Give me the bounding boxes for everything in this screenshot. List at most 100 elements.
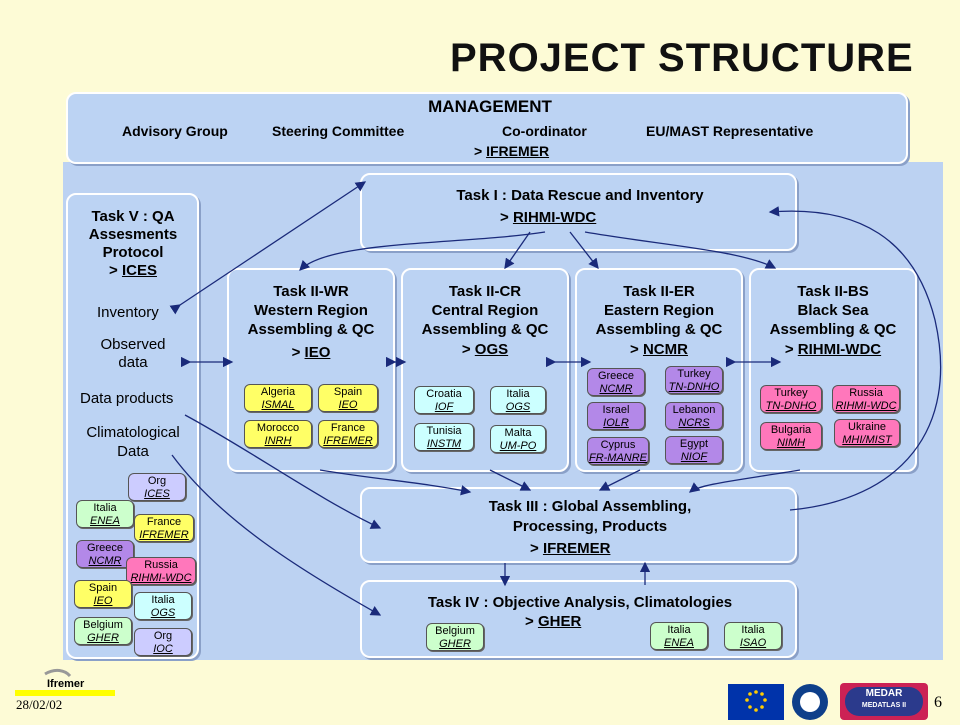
chip-name: Algeria [260, 386, 296, 398]
task2er-title: Task II-ER Eastern Region Assembling & Q… [573, 282, 745, 359]
arrow-cr-to-t3 [489, 469, 532, 491]
lead-prefix: > [630, 341, 639, 358]
ioc-logo-icon [792, 684, 828, 720]
lead-prefix: > [109, 262, 118, 279]
chip-name: Belgium [435, 625, 475, 637]
arrow-t1-to-er [569, 231, 599, 270]
page-number: 6 [934, 694, 942, 711]
task5-climatological: Climatological Data [68, 423, 198, 461]
eu-stars-icon [745, 690, 767, 712]
chip-agency: TN-DNHO [668, 381, 720, 393]
chip-agency: IEO [93, 595, 113, 607]
eu-flag-icon [728, 684, 784, 720]
task2bs-lead: > RIHMI-WDC [747, 340, 919, 359]
chip-agency: ISMAL [261, 399, 295, 411]
chip-agency: IOF [434, 401, 454, 413]
chip-agency: MHI/MIST [842, 434, 892, 446]
task5-products: Data products [80, 390, 174, 407]
task1-lead: > RIHMI-WDC [500, 209, 596, 226]
lead-prefix: > [525, 613, 534, 630]
medar-logo-line2: MEDATLAS II [861, 702, 907, 709]
task5-observed: Observed data [68, 336, 198, 372]
chip-agency: NCMR [88, 555, 122, 567]
chip-name: Egypt [679, 438, 709, 450]
chip-name: France [330, 422, 366, 434]
chip-agency: NIOF [680, 451, 708, 463]
chip-name: Ukraine [848, 421, 886, 433]
chip-name: Spain [333, 386, 363, 398]
chip-name: Morocco [256, 422, 300, 434]
task2wr-line3: Assembling & QC [247, 321, 375, 338]
management-lead: > IFREMER [474, 143, 549, 159]
task2cr-line1: Task II-CR [448, 283, 522, 300]
task2cr-line2: Central Region [431, 302, 539, 319]
ifremer-logo-bar [15, 690, 115, 696]
eu-mast-label: EU/MAST Representative [646, 123, 814, 139]
page-title: PROJECT STRUCTURE [450, 36, 914, 80]
chip-agency: INRH [264, 435, 292, 447]
chip-name: Greece [86, 542, 124, 554]
steering-committee-label: Steering Committee [272, 123, 405, 139]
clim-line1: Climatological [86, 424, 180, 441]
task3-lead-org: IFREMER [542, 540, 611, 557]
lead-prefix: > [291, 344, 301, 361]
task5-inventory: Inventory [97, 304, 159, 321]
chip-name: Spain [88, 582, 118, 594]
chip-agency: GHER [439, 638, 471, 650]
task4-lead-org: GHER [537, 613, 582, 630]
chip-agency: IOC [153, 643, 173, 655]
management-title: MANAGEMENT [428, 97, 552, 116]
task3-line1: Task III : Global Assembling, [488, 498, 692, 515]
task3-line2: Processing, Products [512, 518, 668, 535]
slide-date: 28/02/02 [16, 697, 63, 712]
arrow-wr-to-t3 [319, 469, 472, 496]
arrow-t1-to-bs [584, 231, 777, 269]
observed-line1: Observed [100, 336, 166, 353]
coordinator-label: Co-ordinator [502, 123, 587, 139]
task3-title: Task III : Global Assembling, Processing… [420, 497, 760, 537]
arrow-loop-right [768, 206, 942, 511]
task2er-lead: > NCMR [573, 340, 745, 359]
arrow-bs-to-t3 [688, 469, 801, 493]
chip-name: Croatia [426, 388, 462, 400]
task2bs-line1: Task II-BS [797, 283, 869, 300]
arrow-t1-to-cr [504, 231, 531, 270]
task2er-lead-org: NCMR [642, 341, 688, 358]
chip-agency: FR-MANRE [588, 452, 648, 464]
task1-box [360, 173, 797, 251]
task2bs-line2: Black Sea [797, 302, 869, 319]
task2cr-title: Task II-CR Central Region Assembling & Q… [399, 282, 571, 359]
arrow-t1-to-wr [299, 231, 546, 271]
task2bs-title: Task II-BS Black Sea Assembling & QC > R… [747, 282, 919, 359]
clim-line2: Data [117, 443, 149, 460]
ifremer-logo-text: Ifremer [47, 678, 85, 690]
chip-agency: GHER [87, 632, 119, 644]
chip-name: Org [153, 630, 173, 642]
chip-agency: NCMR [599, 383, 633, 395]
observed-line2: data [118, 354, 148, 371]
task2er-line2: Eastern Region [603, 302, 715, 319]
arrow-t5-to-t3 [184, 414, 382, 529]
medar-logo: MEDAR MEDATLAS II [840, 683, 928, 720]
